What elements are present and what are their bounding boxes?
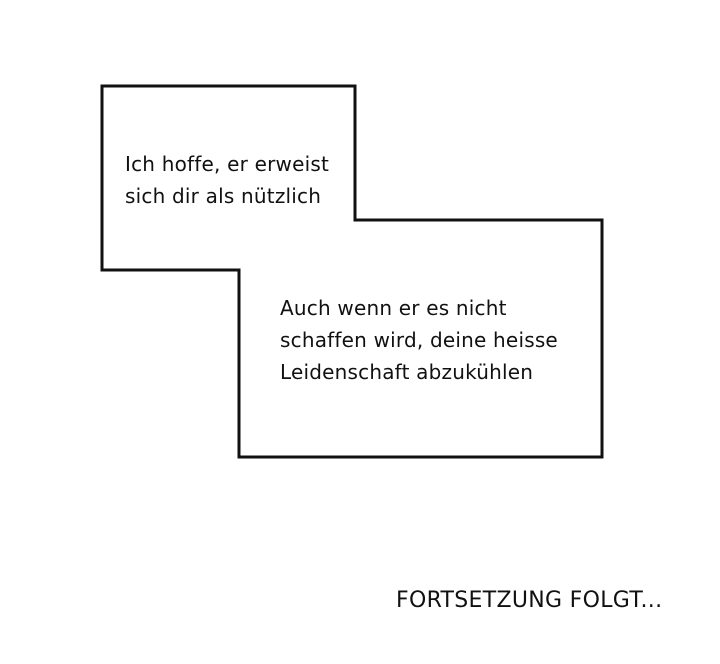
caption-first: Ich hoffe, er erweist sich dir als nützl… <box>125 148 329 212</box>
caption-second-line-2: schaffen wird, deine heisse <box>280 328 558 352</box>
caption-first-line-2: sich dir als nützlich <box>125 184 322 208</box>
caption-second-line-3: Leidenschaft abzukühlen <box>280 360 534 384</box>
caption-second: Auch wenn er es nicht schaffen wird, dei… <box>280 292 558 388</box>
caption-second-line-1: Auch wenn er es nicht <box>280 296 507 320</box>
caption-first-line-1: Ich hoffe, er erweist <box>125 152 330 176</box>
to-be-continued-label: FORTSETZUNG FOLGT... <box>396 588 663 613</box>
bubble-frame <box>100 84 604 459</box>
